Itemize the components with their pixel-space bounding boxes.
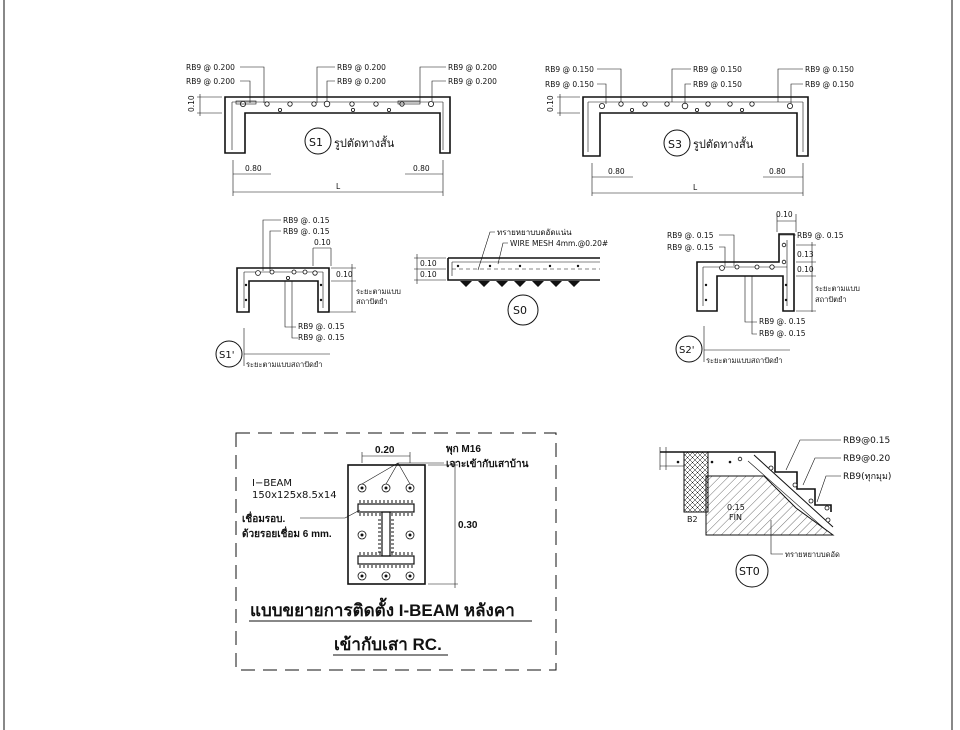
s1-leader-4: RB9 @ 0.200 [337,77,386,86]
st0-leader-3: RB9(ทุกมุม) [843,472,891,482]
s2p-dim-a: 0.13 [797,250,814,259]
ibeam-label-1: I−BEAM [252,478,292,489]
s2p-bottom-leader-2: RB9 @. 0.15 [759,329,806,338]
s2p-bottom-note: ระยะตามแบบสถาปัดยำ [706,356,782,365]
st0-tag: ST0 [739,565,760,578]
section-s1-prime: RB9 @. 0.15 RB9 @. 0.15 0.10 0.10 ระยะตา… [215,216,401,369]
section-s1: RB9 @ 0.200 RB9 @ 0.200 RB9 @ 0.200 RB9 … [186,63,497,196]
s0-dim-b: 0.10 [420,270,437,279]
s3-thickness: 0.10 [546,95,555,112]
anchor-bolts [357,483,415,581]
s1-dim-right: 0.80 [413,164,430,173]
s1-tag-circle [304,127,332,155]
s0-tag: S0 [513,304,527,317]
s1-tag: S1 [309,136,323,149]
s3-title: รูปตัดทางสั้น [693,136,754,151]
ibeam-title-1: แบบขยายการติดตั้ง I-BEAM หลังคา [250,597,515,620]
s1p-bottom-leader-2: RB9 @. 0.15 [298,333,345,342]
ibeam-weld-note-2: ด้วยรอยเชื่อม 6 mm. [242,526,332,540]
s1p-bottom-leader-1: RB9 @. 0.15 [298,322,345,331]
s1p-tag: S1' [219,350,234,361]
st0-leader-2: RB9@0.20 [843,454,890,464]
s1-thickness: 0.10 [187,95,196,112]
s2p-bottom-leader-1: RB9 @. 0.15 [759,317,806,326]
s0-dim-a: 0.10 [420,259,437,268]
section-st0: RB9@0.15 RB9@0.20 RB9(ทุกมุม) B2 0.15 FI… [659,436,891,588]
s1-span: L [336,182,341,191]
ibeam-dim-width: 0.20 [375,445,395,456]
ibeam-dim-height: 0.30 [458,520,478,531]
s1-leader-2: RB9 @ 0.200 [186,77,235,86]
st0-leader-1: RB9@0.15 [843,436,890,446]
s1-leader-5: RB9 @ 0.200 [448,63,497,72]
s2p-leader-1: RB9 @. 0.15 [667,231,714,240]
st0-beam [683,451,709,513]
s2p-leader-2: RB9 @. 0.15 [667,243,714,252]
s2p-dim-b: 0.10 [797,265,814,274]
s2p-tag: S2' [679,345,694,356]
s3-dim-right: 0.80 [769,167,786,176]
s0-tag-circle [507,294,539,326]
s1-dim-left: 0.80 [245,164,262,173]
s1p-dim-a: 0.10 [314,238,331,247]
s3-span: L [693,183,698,192]
st0-fin-1: 0.15 [727,503,745,512]
st0-beam-label: B2 [687,515,698,524]
s1p-dim-b: 0.10 [336,270,353,279]
rebar-dots [599,101,794,113]
s0-compaction-marks [460,281,580,287]
rebar-dots [235,100,434,113]
section-s3: RB9 @ 0.150 RB9 @ 0.150 RB9 @ 0.150 RB9 … [545,65,854,196]
s3-leader-6: RB9 @ 0.150 [805,80,854,89]
s1p-note-2: สถาปัตยำ [356,297,388,306]
s3-leader-5: RB9 @ 0.150 [805,65,854,74]
s3-leader-4: RB9 @ 0.150 [693,80,742,89]
s2p-right-leader: RB9 @. 0.15 [797,231,844,240]
s1p-leader-2: RB9 @. 0.15 [283,227,330,236]
s3-tag-circle [663,129,691,157]
s1-title: รูปตัดทางสั้น [334,135,395,150]
s1-leader-1: RB9 @ 0.200 [186,63,235,72]
ibeam-label-2: 150x125x8.5x14 [252,490,337,501]
ibeam-frame [235,432,557,671]
s1-leader-3: RB9 @ 0.200 [337,63,386,72]
ibeam-bolt-note-2: เจาะเข้ากับเสาบ้าน [446,458,529,470]
s1-leader-6: RB9 @ 0.200 [448,77,497,86]
s1p-bottom-note: ระยะตามแบบสถาปัดยำ [246,360,322,369]
section-s2-prime: 0.10 RB9 @. 0.15 RB9 @. 0.15 RB9 @. 0.15… [667,210,860,365]
s0-leader-2: WIRE MESH 4mm.@0.20# [510,239,608,248]
s3-leader-1: RB9 @ 0.150 [545,65,594,74]
ibeam-weld-note-1: เชื่อมรอบ. [242,511,286,525]
s1p-tag-circle [215,340,243,368]
s3-dim-left: 0.80 [608,167,625,176]
s2p-tag-circle [675,335,703,363]
st0-tag-circle [735,554,769,588]
st0-soil [705,475,835,536]
ibeam-title-2: เข้ากับเสา RC. [334,635,442,654]
s3-tag: S3 [668,138,682,151]
base-plate [347,464,426,585]
section-s0: ทรายหยาบบดอัดแน่น WIRE MESH 4mm.@0.20# 0… [414,228,608,326]
s1p-note-1: ระยะตามแบบ [356,287,401,296]
ibeam-detail: 0.20 0.30 พุก M16 เจาะเข้ากับเสาบ้าน I−B… [235,432,557,671]
s3-leader-3: RB9 @ 0.150 [693,65,742,74]
s1p-leader-1: RB9 @. 0.15 [283,216,330,225]
ibeam-section [357,500,415,568]
st0-fin-2: FIN [729,513,742,522]
s0-leader-1: ทรายหยาบบดอัดแน่น [497,228,572,237]
s2p-note-2: สถาปัตยำ [815,295,847,304]
s2p-dim-top: 0.10 [776,210,793,219]
s3-leader-2: RB9 @ 0.150 [545,80,594,89]
st0-sand: ทรายหยาบบดอัด [785,550,840,559]
s2p-note-1: ระยะตามแบบ [815,284,860,293]
ibeam-bolt-note-1: พุก M16 [446,444,481,455]
